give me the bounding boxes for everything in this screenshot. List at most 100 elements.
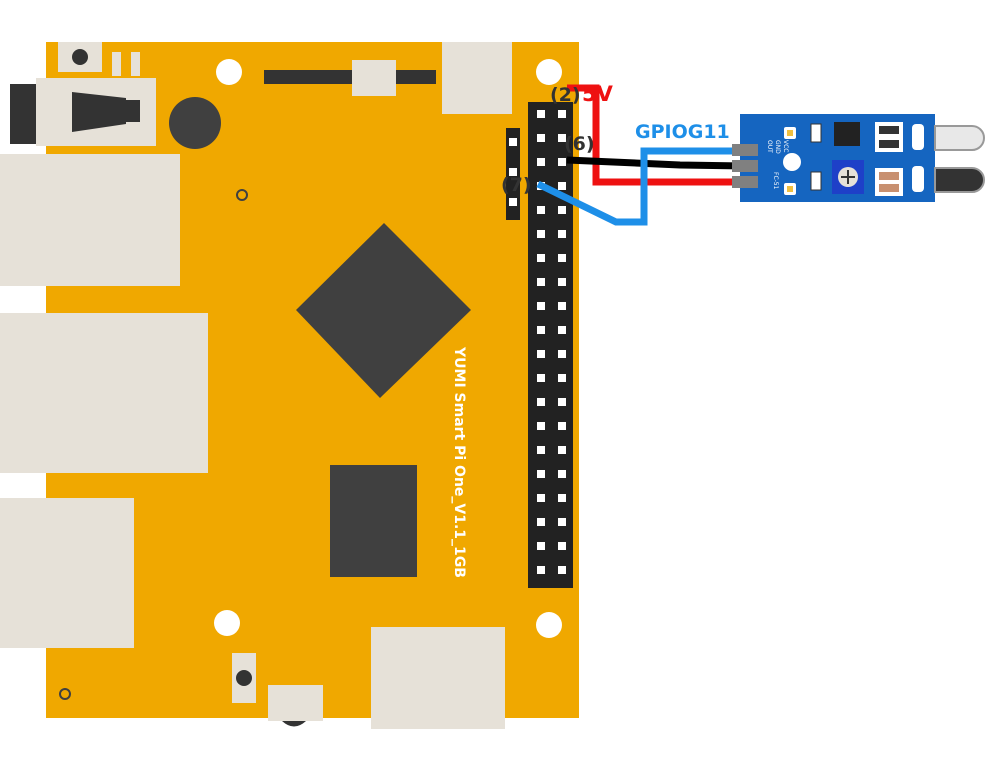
- gpio-pin: [558, 254, 566, 262]
- pin6-label: (6): [564, 133, 595, 155]
- ir-receiver: [934, 167, 985, 193]
- gpio-pin: [537, 542, 545, 550]
- gpio-pin: [537, 134, 545, 142]
- sensor-led-core: [787, 130, 793, 136]
- sensor-silk-gnd: GND: [774, 140, 781, 154]
- gpio-pin: [558, 302, 566, 310]
- hdmi-port: [371, 627, 505, 729]
- small-header-pins: [509, 138, 517, 206]
- gpio-pin: [537, 446, 545, 454]
- gpio-pin: [537, 470, 545, 478]
- led-pad: [131, 52, 140, 76]
- gpio-pin: [558, 134, 566, 142]
- sensor-ic: [834, 122, 860, 146]
- microphone: [169, 97, 221, 149]
- gpio-pin: [537, 326, 545, 334]
- mounting-hole: [216, 59, 242, 85]
- small-header-pin: [509, 198, 517, 206]
- sensor-silk-vcc: VCC: [782, 140, 789, 152]
- gpio-pin: [558, 422, 566, 430]
- sensor-resistor-element: [879, 126, 899, 134]
- small-header-pin: [509, 138, 517, 146]
- mounting-hole: [536, 612, 562, 638]
- sensor-emitter-pad: [912, 124, 924, 150]
- sensor-receiver-pad: [912, 166, 924, 192]
- ram-chip: [330, 465, 417, 577]
- sensor-pin: [732, 176, 758, 188]
- mounting-hole: [536, 59, 562, 85]
- gpio-pin: [558, 446, 566, 454]
- mounting-hole: [214, 610, 240, 636]
- gpio-pin: [537, 158, 545, 166]
- fpc-connector: [264, 70, 436, 84]
- gpio-pin: [537, 278, 545, 286]
- micro-usb-port: [268, 685, 323, 721]
- sensor-resistor: [810, 123, 822, 143]
- gpio-pin: [537, 206, 545, 214]
- gpio-pin: [537, 494, 545, 502]
- gpio-pin: [537, 302, 545, 310]
- gpio-pin: [558, 542, 566, 550]
- sensor-potentiometer-slot: [841, 170, 855, 184]
- gpio-pin: [558, 110, 566, 118]
- gpio-pin: [537, 350, 545, 358]
- audio-jack-slot: [72, 92, 126, 132]
- gpio-pin: [558, 470, 566, 478]
- gpio-label: GPIOG11: [635, 121, 730, 143]
- power-wire: [567, 84, 745, 186]
- gpio-pin: [558, 278, 566, 286]
- sensor-board-id: FC-51: [772, 172, 779, 190]
- gpio-pin: [558, 158, 566, 166]
- sensor-resistor: [810, 171, 822, 191]
- gpio-pin: [537, 254, 545, 262]
- sensor-silk-out: OUT: [766, 140, 773, 153]
- button-knob: [236, 670, 252, 686]
- board-label: YUMI Smart Pi One_V1.1_1GB: [451, 346, 467, 578]
- gpio-pin: [537, 422, 545, 430]
- sensor-resistor-element: [879, 184, 899, 192]
- gpio-pin: [537, 374, 545, 382]
- via: [59, 688, 71, 700]
- pin2-label: (2): [550, 84, 581, 106]
- gpio-header: [528, 102, 573, 588]
- gpio-pin: [558, 206, 566, 214]
- gpio-pin: [558, 350, 566, 358]
- usb-port: [0, 498, 134, 648]
- gpio-pin: [558, 518, 566, 526]
- soc-chip: [296, 223, 471, 398]
- gpio-pin: [558, 494, 566, 502]
- gpio-pin: [537, 566, 545, 574]
- gpio-pin: [558, 230, 566, 238]
- pin7-label: (7): [501, 174, 532, 196]
- power-connector: [442, 42, 512, 114]
- gpio-pin: [537, 518, 545, 526]
- ir-emitter: [934, 125, 985, 151]
- sensor-led-core: [787, 186, 793, 192]
- usb-port: [0, 313, 208, 473]
- gpio-pin: [558, 374, 566, 382]
- gpio-pin: [558, 566, 566, 574]
- signal-wire: [536, 147, 745, 226]
- power-label: 5V: [582, 82, 614, 106]
- sensor-pin: [732, 160, 758, 172]
- fpc-latch: [352, 60, 396, 96]
- small-header-pin: [509, 168, 517, 176]
- sensor-resistor-element: [879, 140, 899, 148]
- gpio-pin: [558, 398, 566, 406]
- via: [236, 189, 248, 201]
- sensor-resistor-element: [879, 172, 899, 180]
- sensor-mount-hole: [783, 153, 801, 171]
- audio-jack-slot-end: [126, 100, 140, 122]
- gpio-pin: [537, 398, 545, 406]
- switch-knob: [72, 49, 88, 65]
- sensor-pin: [732, 144, 758, 156]
- gpio-pin: [558, 326, 566, 334]
- gpio-pin: [537, 230, 545, 238]
- micro-usb-cap: [282, 721, 306, 727]
- gpio-pin: [558, 182, 566, 190]
- led-pad: [112, 52, 121, 76]
- gpio-pins: [537, 110, 566, 574]
- ethernet-port: [0, 154, 180, 286]
